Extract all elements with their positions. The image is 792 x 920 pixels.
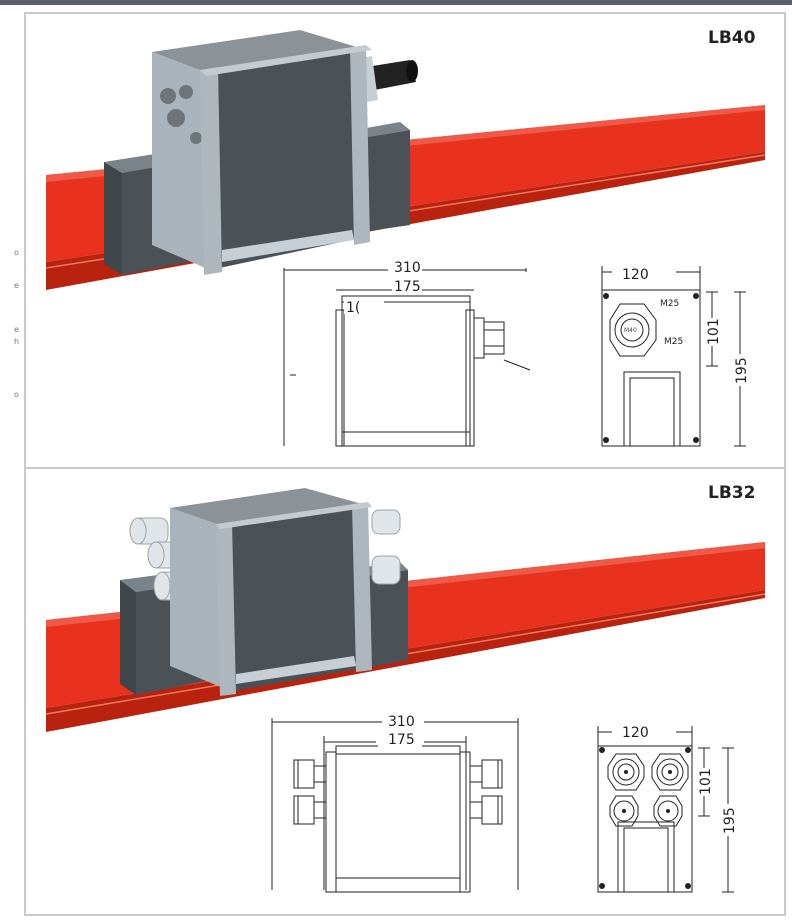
dim-inner-width: 175 xyxy=(394,279,421,295)
dimension-drawing-front-lb32: 310 175 xyxy=(271,710,519,893)
dimension-drawing-front-lb40: 310 175 1( xyxy=(283,258,531,447)
dim-side-width: 120 xyxy=(622,267,649,283)
dim-partial-label: 1( xyxy=(346,300,360,316)
top-bar xyxy=(0,0,792,5)
edge-letter: h xyxy=(14,337,20,346)
product-render-lb32 xyxy=(45,488,766,732)
dim-mid-height: 101 xyxy=(706,318,722,345)
dim-overall-width: 310 xyxy=(394,260,421,276)
model-label-lb32: LB32 xyxy=(708,483,756,503)
dim-mid-height-lb32: 101 xyxy=(698,768,714,795)
dimension-drawing-side-lb40: 120 M25 M25 M40 101 195 xyxy=(601,264,750,447)
product-render-lb40 xyxy=(45,30,766,290)
gland-label-small-a: M25 xyxy=(660,299,679,309)
dim-side-width-lb32: 120 xyxy=(622,725,649,741)
edge-letter: e xyxy=(14,325,19,334)
section-divider xyxy=(24,467,786,469)
dimension-drawing-side-lb32: 120 101 195 xyxy=(597,722,738,893)
dim-inner-width-lb32: 175 xyxy=(388,732,415,748)
dim-total-height: 195 xyxy=(734,357,750,384)
edge-letter: e xyxy=(14,281,19,290)
edge-letter: o xyxy=(14,248,19,257)
dim-total-height-lb32: 195 xyxy=(722,807,738,834)
dim-overall-width-lb32: 310 xyxy=(388,714,415,730)
gland-label-large: M40 xyxy=(624,327,637,334)
edge-letter: o xyxy=(14,390,19,399)
left-margin: o e e h o xyxy=(0,5,24,920)
gland-label-small-b: M25 xyxy=(664,337,683,347)
model-label-lb40: LB40 xyxy=(708,28,756,48)
